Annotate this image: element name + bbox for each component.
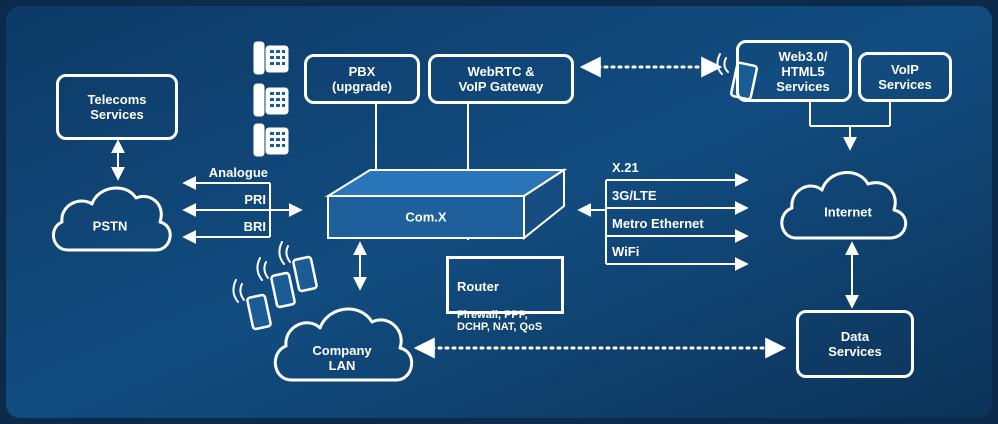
- wifi-label: WiFi: [612, 244, 640, 259]
- pstn-cloud-icon: [52, 186, 172, 252]
- desk-phone-icon: [253, 41, 289, 157]
- router-features: Firewall, PPP, DCHP, NAT, QoS: [457, 309, 543, 333]
- internet-label: Internet: [824, 204, 872, 220]
- web3-services-box: Web3.0/ HTML5 Services: [736, 40, 852, 102]
- mobile-phone-icon: [246, 255, 318, 331]
- lte-label: 3G/LTE: [612, 188, 657, 203]
- company-lan-label: Company LAN: [312, 343, 372, 373]
- x21-label: X.21: [612, 160, 639, 175]
- bri-label: BRI: [243, 219, 266, 234]
- router-box: Router Firewall, PPP, DCHP, NAT, QoS: [446, 256, 564, 333]
- pbx-box: PBX (upgrade): [304, 54, 420, 104]
- analogue-label: Analogue: [208, 165, 268, 180]
- data-services-box: Data Services: [796, 310, 914, 378]
- router-title: Router: [457, 279, 499, 294]
- comx-label: Com.X: [405, 209, 447, 225]
- wifi-signal-icon: [232, 241, 291, 303]
- wifi-signal-icon: [716, 53, 729, 75]
- metro-ethernet-label: Metro Ethernet: [612, 216, 704, 231]
- internet-cloud-icon: [780, 171, 907, 240]
- comx-appliance-icon: [324, 168, 568, 241]
- voip-services-box: VoIP Services: [858, 52, 952, 102]
- pri-label: PRI: [244, 192, 266, 207]
- webrtc-gateway-box: WebRTC & VoIP Gateway: [428, 54, 574, 104]
- company-lan-cloud-icon: [273, 307, 414, 382]
- pstn-label: PSTN: [92, 218, 128, 234]
- telecoms-services-box: Telecoms Services: [56, 74, 178, 140]
